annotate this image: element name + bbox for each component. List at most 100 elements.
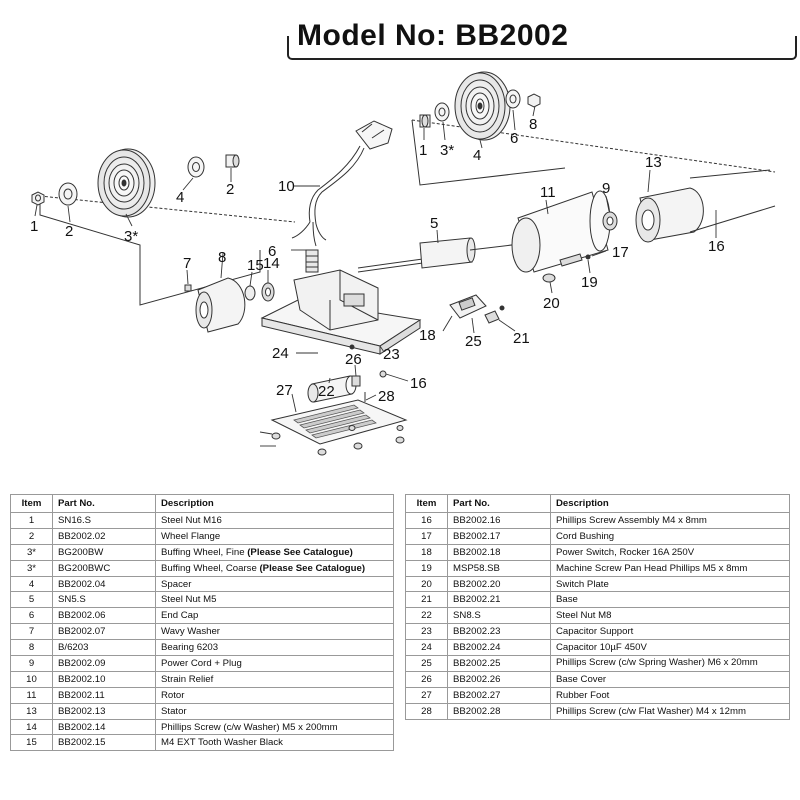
callout-label: 19 — [581, 274, 598, 291]
cell-part-no: BB2002.20 — [447, 575, 551, 593]
callout-label: 10 — [278, 178, 295, 195]
cell-item: 20 — [405, 575, 448, 593]
callout-label: 4 — [473, 147, 481, 164]
cell-item: 14 — [10, 718, 53, 736]
cell-description: Wavy Washer — [155, 623, 394, 641]
cell-item: 4 — [10, 575, 53, 593]
callout-label: 6 — [510, 130, 518, 147]
cell-item: 21 — [405, 591, 448, 609]
callout-label: 13 — [645, 154, 662, 171]
cell-description: Buffing Wheel, Fine (Please See Catalogu… — [155, 543, 394, 561]
description-text: Strain Relief — [161, 673, 214, 685]
cell-description: Stator — [155, 702, 394, 720]
cell-part-no: BB2002.16 — [447, 512, 551, 529]
callout-label: 16 — [708, 238, 725, 255]
table-header-row: Item Part No. Description — [10, 494, 394, 513]
cell-part-no: SN5.S — [52, 591, 156, 609]
capacitor-support — [351, 375, 361, 387]
cell-item: 6 — [10, 607, 53, 625]
cell-part-no: BB2002.14 — [52, 718, 156, 736]
cell-part-no: BB2002.15 — [52, 734, 156, 752]
callout-label: 27 — [276, 382, 293, 399]
cell-part-no: BB2002.10 — [52, 670, 156, 688]
cell-part-no: BB2002.27 — [447, 686, 551, 704]
callout-label: 1 — [419, 142, 427, 159]
callout-label: 15 — [247, 257, 264, 274]
description-text: M4 EXT Tooth Washer Black — [161, 737, 283, 749]
description-text: Wheel Flange — [161, 530, 221, 542]
header-part-no: Part No. — [447, 494, 551, 513]
callout-label: 24 — [272, 345, 289, 362]
cell-description: Base Cover — [550, 670, 790, 688]
leader-lines — [34, 105, 717, 447]
cell-description: Cord Bushing — [550, 527, 790, 545]
capacitor — [307, 375, 357, 403]
right-wheel-assembly — [411, 71, 776, 186]
cell-description: Phillips Screw (c/w Washer) M5 x 200mm — [155, 718, 394, 736]
callout-label: 20 — [543, 295, 560, 312]
callout-label: 5 — [430, 215, 438, 232]
cell-description: Power Cord + Plug — [155, 655, 394, 672]
cell-item: 26 — [405, 670, 448, 688]
cell-part-no: BB2002.06 — [52, 607, 156, 625]
callout-label: 2 — [226, 181, 234, 198]
cell-item: 18 — [405, 543, 448, 561]
callout-label: 11 — [540, 184, 556, 201]
cell-description: Steel Nut M5 — [155, 591, 394, 609]
cell-part-no: BB2002.25 — [447, 655, 551, 672]
cell-part-no: BB2002.18 — [447, 543, 551, 561]
description-text: Rotor — [161, 689, 185, 701]
description-text: Steel Nut M5 — [161, 594, 217, 606]
callout-label: 3* — [124, 228, 138, 245]
power-cord-plug — [291, 120, 393, 247]
buffing-wheel-left — [97, 148, 156, 218]
steel-nut-left — [31, 191, 45, 206]
cell-item: 9 — [10, 655, 53, 672]
description-text: Bearing 6203 — [161, 642, 219, 654]
cell-part-no: BB2002.23 — [447, 623, 551, 641]
header-description: Description — [155, 494, 394, 513]
wheel-flange-left-inner — [187, 156, 205, 178]
cell-part-no: BG200BW — [52, 543, 156, 561]
cell-description: Base — [550, 591, 790, 609]
cell-item: 11 — [10, 686, 53, 704]
cell-description: Spacer — [155, 575, 394, 593]
description-text: Steel Nut M16 — [161, 514, 222, 526]
cell-item: 10 — [10, 670, 53, 688]
spacer-right — [419, 114, 431, 128]
cell-item: 22 — [405, 607, 448, 625]
description-text: Phillips Screw (c/w Washer) M5 x 200mm — [161, 721, 338, 733]
callout-label: 3* — [440, 142, 454, 159]
cell-item: 13 — [10, 702, 53, 720]
callout-label: 25 — [465, 333, 482, 350]
callout-label: 21 — [513, 330, 530, 347]
cell-description: Switch Plate — [550, 575, 790, 593]
cell-part-no: BB2002.13 — [52, 702, 156, 720]
rubber-feet — [271, 425, 405, 456]
cell-description: Phillips Screw (c/w Flat Washer) M4 x 12… — [550, 702, 790, 720]
cell-part-no: SN8.S — [447, 607, 551, 625]
switch-plate — [449, 294, 487, 319]
callout-label: 8 — [218, 249, 226, 266]
cell-item: 16 — [405, 512, 448, 529]
cell-item: 15 — [10, 734, 53, 752]
description-text: Stator — [161, 705, 187, 717]
description-text: Wavy Washer — [161, 626, 220, 638]
model-title: Model No: BB2002 — [297, 19, 569, 52]
